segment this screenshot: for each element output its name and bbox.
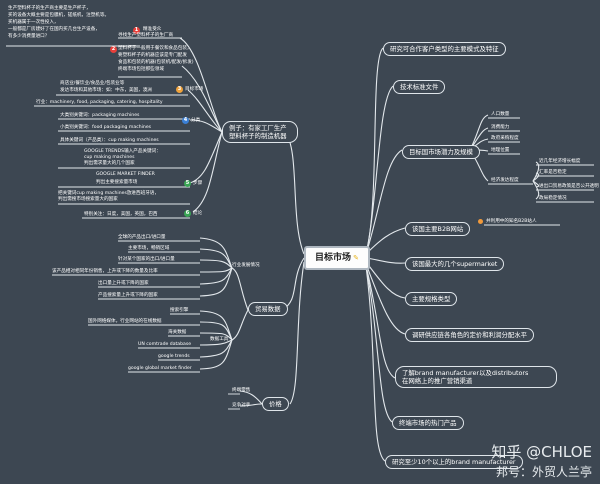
r4-sub: 并利用中的知名B2B站人 [486, 219, 537, 224]
note-line-4: 一般都是厂房建好了在国内买几台生产设备， [8, 27, 100, 32]
badge-6: 6 [184, 210, 191, 217]
trade-item-2: 主要市场，畅销区域 [128, 246, 170, 251]
q2-line-2: 要塑料杯子的机器应该是专门配发 [118, 53, 187, 58]
kw-2: 小类别关键词：food packaging machines [60, 125, 152, 130]
q5-line-2: cup making machines [84, 155, 135, 160]
tool-item-4: UN comtrade database [138, 342, 192, 347]
link-l-trade [281, 257, 305, 311]
badge-2: 2 [110, 46, 117, 53]
tool-item-6: google global market finder [128, 366, 192, 371]
link-r8 [365, 265, 396, 379]
badge-4: 4 [182, 117, 189, 124]
r3-item-2: 消费能力 [491, 125, 510, 130]
watermark-line-2: 邦号：外贸人兰亭 [495, 465, 592, 479]
kw-1: 大类别关键词：packaging machines [60, 113, 140, 118]
q5-line-1: GOOGLE TRENDS输入产品关键词： [84, 149, 161, 154]
price-node[interactable]: 价格 [262, 397, 289, 411]
q5-line-6: 把关键词cup making machines放进西班牙语， [58, 191, 159, 196]
link-r7 [365, 263, 406, 335]
node-b2b-sites[interactable]: 该国主要B2B网站 [405, 222, 471, 236]
trade-item-1: 全球的产品出口/进口量 [118, 235, 166, 240]
q5-line-3: 判出需求量大的几个国家 [84, 161, 135, 166]
r3-item-4: 地理位置 [491, 148, 510, 153]
central-topic[interactable]: 目标市场✎ [304, 246, 370, 270]
badge-3: 3 [176, 86, 183, 93]
trade-item-6: 产品搜索量上升或下降的国家 [98, 293, 158, 298]
link-l-price [289, 261, 305, 405]
node-market-potential[interactable]: 目标国市场潜力及规模 [402, 145, 480, 159]
trade-item-5: 出口量上升或下降的国家 [98, 281, 149, 286]
node-tech-standards[interactable]: 技术标准文件 [393, 80, 446, 94]
node-spec-types[interactable]: 主要规格类型 [405, 292, 458, 306]
q5-line-5: 判出主要搜索量市场 [96, 180, 138, 185]
r3-item-1: 人口数量 [491, 112, 510, 117]
trade-item-4: 该产品相对相同年份销售，上升或下降的数量及比率 [52, 269, 158, 274]
q5-line-4: GOOGLE MARKET FINDER [96, 172, 155, 177]
node-supermarkets[interactable]: 该国最大的几个supermarket [405, 257, 505, 271]
r3-sub-1: 近几年经济增长幅度 [539, 159, 581, 164]
note-line-5: 有多少消费量进口？ [8, 34, 50, 39]
note-line-1: 生产塑料杯子的生产商主要是生产杯子， [8, 6, 91, 11]
link-r5 [365, 257, 406, 264]
r3-item-3: 政府采购程度 [491, 136, 519, 141]
tools-group-label: 数据工具 [210, 337, 229, 342]
price-item-1: 终端零售 [232, 388, 251, 393]
trade-data-node[interactable]: 贸易数据 [248, 302, 288, 316]
q6-line-1: 特别关注：日度，美国，英国，巴西 [84, 212, 158, 217]
tool-item-1: 搜索引擎 [170, 308, 189, 313]
bulb-icon: ✎ [353, 254, 359, 262]
tool-item-3: 海关数据 [168, 330, 187, 335]
link-l-example [284, 131, 305, 255]
q2-line-1: 塑料杯子一般用于餐饮和食品包装， [118, 46, 192, 51]
link-r2 [365, 85, 394, 255]
q4-label: 分类 [191, 118, 201, 123]
node-supply-chain-pricing[interactable]: 调研供应链各角色的定价和利润分配水平 [405, 328, 535, 342]
central-topic-label: 目标市场 [315, 253, 352, 263]
price-item-2: 竞争对手 [232, 403, 251, 408]
node-brand-research[interactable]: 研究至少10个以上的brand manufacturer [385, 455, 523, 469]
q3-line-1: 商店业/餐饮业/食品业/包装业等 [60, 81, 125, 86]
q1-sub: 寻找生产塑料杯子的生厂商 [118, 33, 174, 38]
r3-sub-2: 汇率是否稳定 [539, 170, 567, 175]
node-hot-products[interactable]: 终端市场的热门产品 [392, 416, 464, 430]
badge-5: 5 [184, 180, 191, 187]
q3-line-2: 发达市场和其他市场：如：中东，美国，澳洲 [60, 88, 152, 93]
q5-label: 步骤 [193, 181, 203, 186]
kw-3: 具体关键词（产品类）：cup making machines [60, 138, 159, 143]
example-node[interactable]: 例子：有家工厂生产塑料杯子的制造机器 [222, 121, 298, 143]
q3-label: 目标市场 [185, 87, 204, 92]
tool-item-5: google trends [158, 354, 190, 359]
tool-item-2: 国外网络媒体，行业网站的在线数据 [88, 319, 162, 324]
node-brand-channels[interactable]: 了解brand manufacturer以及distributors 在网络上的… [395, 366, 557, 388]
r3-item-5: 经济发达程度 [491, 178, 519, 183]
r8-line-1: 了解brand manufacturer以及distributors [402, 369, 529, 377]
r8-line-2: 在网络上的推广营销渠道 [402, 377, 473, 385]
q1-label: 精准受众 [143, 27, 162, 32]
link-r3 [365, 149, 403, 255]
note-line-3: 买机器属于一次性投入， [8, 20, 59, 25]
link-r10 [365, 265, 386, 462]
r3-sub-4: 政局稳定情况 [539, 196, 567, 201]
note-line-2: 买的设备大概主要是包膜机，搓纸机，注塑机等。 [8, 13, 110, 18]
q2-line-3: 食品和包装的机器(包装机/配发/拆发) [118, 60, 194, 65]
star-icon [478, 219, 483, 224]
q2-line-4: 终端市场包括那些领域 [118, 67, 164, 72]
q5-line-7: 判出需搜市场搜索量大的国家 [58, 197, 118, 202]
r3-sub-3: 进出口贸易政策是否公开透明 [539, 184, 599, 189]
q4-industry: 行业：machinery, food, packaging, catering,… [36, 100, 163, 105]
trade-group-label: 行业发展情况 [232, 263, 260, 268]
watermark-line-1: 知乎 @CHLOE [491, 443, 592, 461]
link-r9 [365, 265, 393, 423]
trade-item-3: 针对某个国家的出口/进口量 [118, 257, 175, 262]
q6-label: 结论 [193, 211, 203, 216]
node-client-types[interactable]: 研究可合作客户类型的主要模式及特征 [383, 42, 506, 56]
badge-1: 1 [133, 27, 140, 34]
